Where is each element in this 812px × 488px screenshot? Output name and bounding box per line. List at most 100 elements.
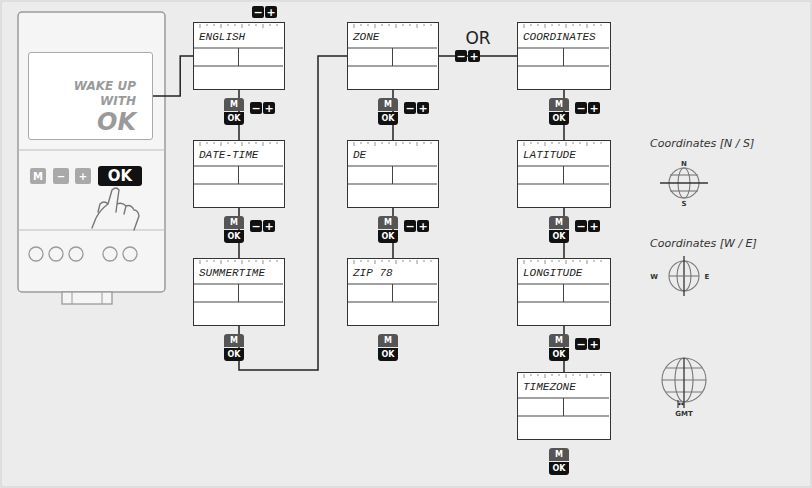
lcd-text: ZIP 78 [348, 259, 438, 280]
lcd-tick [242, 260, 243, 264]
lcd-tick [531, 142, 532, 144]
mode-button: M [224, 216, 244, 229]
lcd-rule [518, 302, 609, 303]
lcd-divider [238, 48, 239, 66]
timer-device [18, 12, 165, 304]
lcd-tick [552, 374, 553, 376]
lcd-text: DE [348, 141, 438, 162]
lcd-tick [368, 24, 369, 26]
lcd-tick [207, 142, 208, 144]
lcd-tick [552, 142, 553, 144]
lcd-tick [256, 260, 257, 262]
lcd-tick [263, 24, 264, 28]
compass-letter: N [680, 159, 688, 168]
lcd-tick [545, 260, 546, 264]
lcd-tick [396, 142, 397, 146]
lcd-tick [396, 260, 397, 264]
lcd-tick [270, 260, 271, 262]
globe-ns [660, 168, 708, 198]
ok-button: OK [224, 348, 244, 361]
lcd-tick [403, 260, 404, 262]
lcd-tick [214, 142, 215, 144]
lcd-tick [200, 142, 201, 146]
lcd-rule [348, 66, 437, 67]
ok-button: OK [224, 230, 244, 243]
lcd-tick [566, 24, 567, 28]
gmt-label: GMT [673, 409, 695, 418]
lcd-tick [524, 24, 525, 28]
lcd-divider [238, 166, 239, 184]
lcd-screen: ZONE [347, 22, 439, 90]
lcd-tick [263, 260, 264, 264]
lcd-tick [545, 24, 546, 28]
ok-button: OK [378, 112, 398, 125]
lcd-tick [375, 260, 376, 264]
lcd-tick [389, 142, 390, 144]
lcd-tick [382, 142, 383, 144]
ok-button: OK [224, 112, 244, 125]
plus-button: + [263, 220, 275, 232]
lcd-tick [389, 260, 390, 262]
lcd-rule [194, 302, 283, 303]
lcd-screen: SUMMERTIME [193, 258, 285, 326]
screen-text: OK [29, 109, 136, 135]
mode-button: M [378, 334, 398, 347]
lcd-tick [587, 142, 588, 146]
lcd-tick [396, 24, 397, 28]
lcd-tick [545, 142, 546, 146]
ok-button: OK [378, 230, 398, 243]
lcd-tick [270, 24, 271, 26]
lcd-tick [538, 142, 539, 144]
lcd-tick [587, 374, 588, 378]
lcd-tick [221, 260, 222, 264]
lcd-tick [354, 260, 355, 264]
lcd-tick [277, 142, 278, 144]
lcd-tick [354, 24, 355, 28]
minus-button: − [575, 102, 587, 114]
mode-button: M [549, 334, 569, 347]
lcd-tick [403, 142, 404, 144]
lcd-text: SUMMERTIME [194, 259, 284, 280]
mode-button: M [224, 98, 244, 111]
minus-button: − [575, 220, 587, 232]
lcd-tick [361, 24, 362, 26]
lcd-tick [214, 260, 215, 262]
ok-button: OK [549, 230, 569, 243]
globe-gmt [662, 358, 706, 408]
minus-button: − [252, 6, 264, 18]
lcd-tick [601, 142, 602, 144]
lcd-screen: TIMEZONE [517, 372, 611, 440]
lcd-tick [361, 260, 362, 262]
lcd-tick [573, 24, 574, 26]
lcd-tick [256, 24, 257, 26]
minus-button: − [575, 338, 587, 350]
lcd-text: LATITUDE [518, 141, 610, 162]
lcd-tick [594, 142, 595, 144]
lcd-rule [348, 302, 437, 303]
lcd-rule [518, 66, 609, 67]
lcd-tick [594, 260, 595, 262]
lcd-tick [256, 142, 257, 144]
lcd-tick [538, 24, 539, 26]
mode-button: M [549, 98, 569, 111]
minus-button: − [404, 220, 416, 232]
lcd-tick [200, 260, 201, 264]
lcd-tick [228, 24, 229, 26]
lcd-tick [424, 24, 425, 26]
lcd-tick [235, 260, 236, 262]
plus-button: + [588, 220, 600, 232]
ok-button: OK [549, 112, 569, 125]
lcd-tick [601, 24, 602, 26]
lcd-tick [594, 24, 595, 26]
lcd-text: COORDINATES [518, 23, 610, 44]
lcd-tick [431, 260, 432, 262]
lcd-tick [368, 260, 369, 262]
device-ok-button: OK [98, 166, 142, 186]
lcd-tick [559, 374, 560, 376]
lcd-tick [277, 260, 278, 262]
lcd-rule [518, 416, 609, 417]
lcd-tick [207, 24, 208, 26]
lcd-tick [235, 142, 236, 144]
